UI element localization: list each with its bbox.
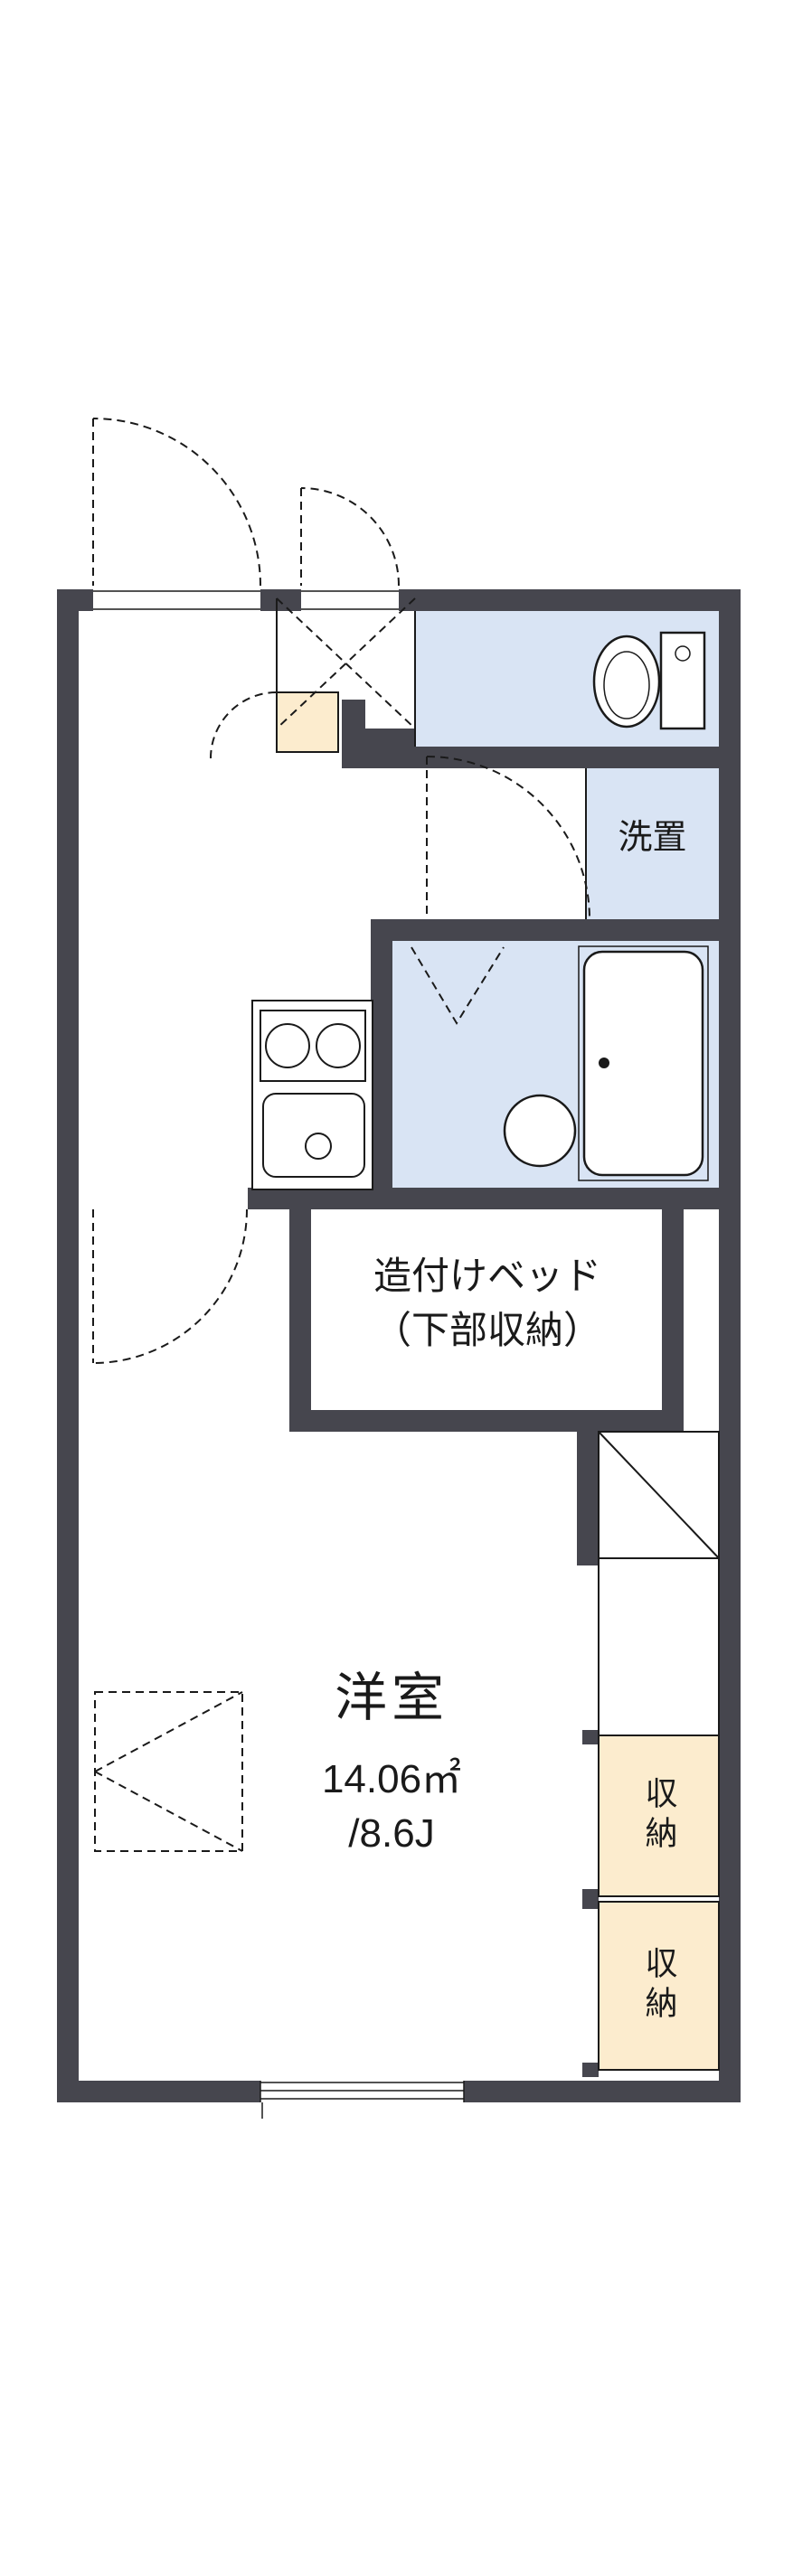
washbowl-icon [503, 1094, 577, 1168]
washroom-door-arc [426, 756, 590, 920]
sink-icon [262, 1093, 365, 1178]
shoe-cabinet-border [276, 691, 339, 753]
counter-diagonal [598, 1431, 720, 1559]
closet-bottom [599, 1902, 719, 2070]
closet-bottom-label: 収納 [640, 1946, 678, 2026]
folding-fixture-outline [94, 1691, 243, 1852]
toilet-icon [592, 631, 706, 730]
wall-top-right [399, 589, 741, 611]
wall-bed-right [662, 1209, 684, 1432]
wall-bottom-left [57, 2081, 260, 2102]
stove-icon [260, 1010, 366, 1082]
wall-stub-closet-mid [582, 1889, 599, 1909]
wall-mid-horizontal [248, 1188, 741, 1209]
closet-bottom-label-box: 収納 [599, 1902, 719, 2070]
main-room-area-tatami: /8.6J [348, 1811, 435, 1856]
walls [57, 589, 741, 2102]
wall-toilet-bottom [398, 747, 719, 768]
wall-top-mid [260, 589, 301, 611]
bathtub-icon [578, 945, 709, 1181]
entry-step-cross [276, 597, 416, 729]
kitchen-counter [251, 1000, 373, 1190]
wall-bed-bottom [289, 1410, 684, 1432]
wall-stub-closet-top [582, 1730, 599, 1744]
closet-bottom-border [598, 1901, 720, 2071]
closet-top [599, 1735, 719, 1896]
bath-folding-door [411, 946, 505, 1025]
wall-bottom-right [464, 2081, 741, 2102]
wall-right-column [577, 1432, 599, 1565]
window-symbol [260, 2081, 465, 2119]
shoe-cabinet [277, 692, 338, 752]
entrance-door-arc [92, 418, 261, 587]
main-room-name: 洋室 [334, 1669, 448, 1727]
door-swings [92, 418, 590, 1852]
closet-top-border [598, 1735, 720, 1897]
closet-top-label: 収納 [640, 1776, 678, 1856]
shoe-cabinet-door-arc [210, 691, 278, 759]
open-shelf-box [598, 1557, 720, 1736]
wall-left [57, 589, 79, 2102]
laundry-label: 洗置 [618, 819, 687, 857]
entry-door2-arc [300, 487, 400, 587]
wall-stub-closet-bottom [582, 2063, 599, 2077]
laundry-room [586, 768, 719, 919]
room-door-arc [92, 1208, 248, 1364]
main-room-area-sqm: 14.06㎡ [321, 1757, 462, 1801]
wall-entry-step-h [342, 729, 416, 768]
wall-bath-left [371, 919, 392, 1188]
wall-right [719, 589, 741, 2102]
wall-bed-left [289, 1209, 311, 1432]
wall-bath-top [371, 919, 741, 941]
partition-lines [93, 590, 720, 2119]
under-bed-storage-label: （下部収納） [373, 1309, 601, 1351]
built-in-bed-label: 造付けベッド [373, 1255, 601, 1297]
closet-top-label-box: 収納 [599, 1735, 719, 1896]
folding-fixture-triangle [94, 1691, 243, 1852]
